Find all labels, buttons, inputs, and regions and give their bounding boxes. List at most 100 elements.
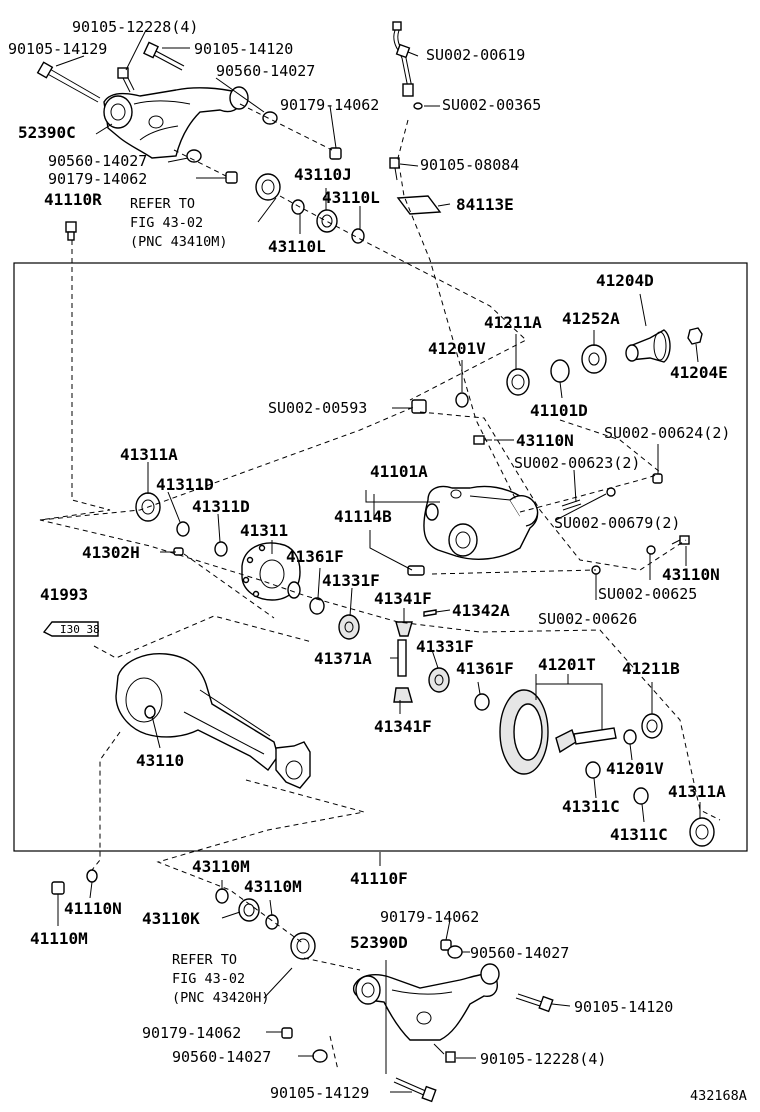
label-41101d: 41101D (530, 401, 588, 420)
seal-43420h (290, 932, 316, 960)
label-43110k: 43110K (142, 909, 200, 928)
figure-id: 432168A (690, 1088, 747, 1104)
label-41110f: 41110F (350, 869, 408, 888)
bolt-90105-14120-top (143, 41, 185, 71)
washer-41201v-a (455, 392, 469, 408)
label-41110n: 41110N (64, 899, 122, 918)
label-43110n-b: 43110N (662, 565, 720, 584)
label-41201t: 41201T (538, 655, 596, 674)
pinion-41341f-b (393, 687, 413, 703)
ring-pinion-41201t (499, 689, 617, 775)
label-su002-00624: SU002-00624(2) (604, 424, 730, 442)
plug-41110m (51, 881, 65, 895)
washer-su002-00625 (646, 545, 656, 555)
breather-hose (392, 21, 414, 97)
stud-43110n-b (671, 535, 690, 545)
washer-90560-14027-c (447, 945, 463, 959)
label-41311d-b: 41311D (192, 497, 250, 516)
leader-lines (55, 29, 701, 1093)
washer-90560-14027-d (312, 1049, 328, 1063)
gasket-41110n (86, 869, 98, 883)
bolt-90105-12228-b (433, 1043, 456, 1063)
side-gear-41331f-a (338, 614, 360, 640)
label-su002-00679: SU002-00679(2) (554, 514, 680, 532)
bolt-90105-08084 (389, 157, 400, 181)
label-41311a-a: 41311A (120, 445, 178, 464)
label-41204e: 41204E (670, 363, 728, 382)
label-su002-00626: SU002-00626 (538, 610, 637, 628)
nut-90179-14062-d (281, 1027, 293, 1039)
label-90105-14120-b: 90105-14120 (574, 998, 673, 1016)
tag-41993-text: I30 38 (60, 623, 100, 636)
label-41311c-a: 41311C (562, 797, 620, 816)
label-43110l-b: 43110L (268, 237, 326, 256)
plug-su002-00593 (411, 399, 427, 414)
label-90105-12228-4-top: 90105-12228(4) (72, 18, 198, 36)
shim-41311d-a (176, 521, 190, 537)
label-41211b: 41211B (622, 659, 680, 678)
label-41311a-b: 41311A (668, 782, 726, 801)
refer-bottom-line3: (PNC 43420H) (172, 990, 270, 1006)
label-41114b: 41114B (334, 507, 392, 526)
race-41311c-b (633, 787, 649, 805)
label-su002-00625: SU002-00625 (598, 585, 697, 603)
label-41110r: 41110R (44, 190, 102, 209)
stud-43110n-a (473, 435, 492, 445)
label-41341f-b: 41341F (374, 717, 432, 736)
label-90105-12228-4-b: 90105-12228(4) (480, 1050, 606, 1068)
label-41361f-a: 41361F (286, 547, 344, 566)
tag-41993: I30 38 (42, 621, 100, 637)
washer-41361f-b (474, 693, 490, 711)
race-41311c-a (585, 761, 601, 779)
label-41993: 41993 (40, 585, 88, 604)
washer-43110l-a (291, 199, 305, 215)
label-90560-14027-d: 90560-14027 (172, 1048, 271, 1066)
bearing-43110k (238, 898, 260, 922)
pinion-41341f-a (395, 621, 413, 637)
refer-top-line1: REFER TO (130, 196, 195, 212)
seal-43410m (255, 173, 281, 201)
refer-top-line3: (PNC 43410M) (130, 234, 228, 250)
label-41211a: 41211A (484, 313, 542, 332)
label-su002-00619: SU002-00619 (426, 46, 525, 64)
label-su002-00593: SU002-00593 (268, 399, 367, 417)
label-43110l-a: 43110L (322, 188, 380, 207)
label-41311d-a: 41311D (156, 475, 214, 494)
diff-case-41311 (241, 542, 301, 601)
label-43110m-a: 43110M (192, 857, 250, 876)
washer-41361f-a (309, 597, 325, 615)
label-41201v-b: 41201V (606, 759, 664, 778)
shim-41201v-b (623, 729, 637, 745)
label-41311c-b: 41311C (610, 825, 668, 844)
bearing-43110j (316, 209, 338, 233)
bearing-41311a-b (689, 817, 715, 847)
label-43110m-b: 43110M (244, 877, 302, 896)
nut-90179-14062-b (225, 171, 238, 184)
washer-43110m-b (265, 914, 279, 930)
label-41361f-b: 41361F (456, 659, 514, 678)
label-41302h: 41302H (82, 543, 140, 562)
bolt-90105-14129-top (36, 61, 101, 103)
label-41371a: 41371A (314, 649, 372, 668)
label-52390c: 52390C (18, 123, 76, 142)
label-41110m: 41110M (30, 929, 88, 948)
label-90560-14027-c: 90560-14027 (470, 944, 569, 962)
refer-bottom-line2: FIG 43-02 (172, 971, 245, 987)
shim-41311d-b (214, 541, 228, 557)
flange-41204d (625, 329, 671, 363)
explode-lines (39, 103, 721, 1071)
diff-carrier-41101a (423, 485, 539, 560)
label-90105-14129-b: 90105-14129 (270, 1084, 369, 1102)
shaft-41371a (397, 639, 407, 677)
label-41252a: 41252A (562, 309, 620, 328)
label-90179-14062-b: 90179-14062 (48, 170, 147, 188)
label-su002-00623: SU002-00623(2) (514, 454, 640, 472)
label-41341f-a: 41341F (374, 589, 432, 608)
gasket-su002-00365 (413, 102, 423, 110)
label-43110j: 43110J (294, 165, 352, 184)
washer-41252a (581, 344, 607, 374)
label-90105-14129-top: 90105-14129 (8, 40, 107, 58)
label-52390d: 52390D (350, 933, 408, 952)
label-43110n-a: 43110N (516, 431, 574, 450)
label-43110: 43110 (136, 751, 184, 770)
